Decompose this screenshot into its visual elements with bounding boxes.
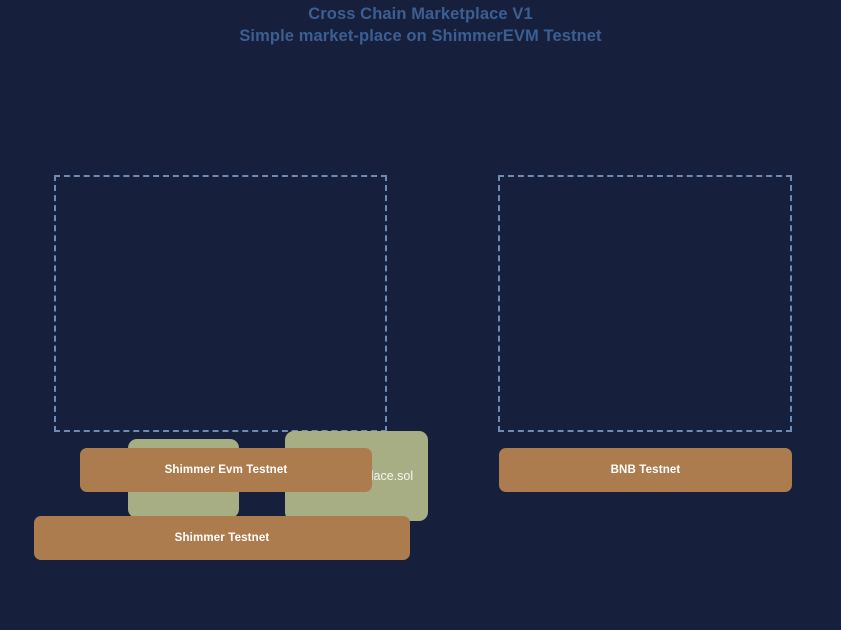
network-group-bnb (498, 175, 792, 432)
network-bar-shimmer-evm-testnet[interactable]: Shimmer Evm Testnet (80, 448, 372, 492)
network-bar-bnb-testnet[interactable]: BNB Testnet (499, 448, 792, 492)
network-bar-label: Shimmer Evm Testnet (164, 463, 288, 476)
network-bar-label: Shimmer Testnet (174, 531, 270, 544)
network-bar-shimmer-testnet[interactable]: Shimmer Testnet (34, 516, 410, 560)
page-title: Cross Chain Marketplace V1 (308, 5, 533, 23)
page-subtitle: Simple market-place on ShimmerEVM Testne… (239, 27, 602, 45)
network-group-shimmer-evm: MyERC721.sol NFTMarketPlace.sol (54, 175, 428, 521)
network-bar-label: BNB Testnet (610, 463, 681, 476)
page-title-block: Cross Chain Marketplace V1 Simple market… (0, 3, 841, 47)
